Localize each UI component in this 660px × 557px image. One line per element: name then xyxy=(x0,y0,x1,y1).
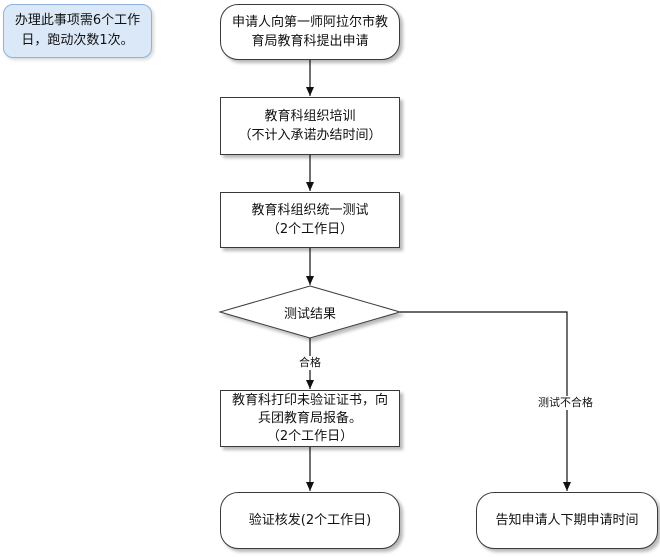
edge-label-pass: 合格 xyxy=(298,356,322,370)
step-apply: 申请人向第一师阿拉尔市教 育局教育科提出申请 xyxy=(220,4,400,60)
arrow-result-to-notify xyxy=(400,311,571,491)
step-apply-line-2: 育局教育科提出申请 xyxy=(251,34,369,49)
step-test-line-1: 教育科组织统一测试 xyxy=(251,203,369,218)
step-notify-applicant: 告知申请人下期申请时间 xyxy=(476,492,658,549)
decision-label: 测试结果 xyxy=(283,306,336,322)
info-note-line-1: 办理此事项需6个工作 xyxy=(14,13,141,28)
step-apply-line-1: 申请人向第一师阿拉尔市教 xyxy=(231,15,388,30)
step-test: 教育科组织统一测试 （2个工作日） xyxy=(220,192,400,248)
edge-label-fail: 测试不合格 xyxy=(537,396,594,410)
step-verify-label: 验证核发(2个工作日) xyxy=(248,513,372,528)
step-training: 教育科组织培训 （不计入承诺办结时间） xyxy=(220,97,400,155)
step-verify-issue: 验证核发(2个工作日) xyxy=(220,492,400,549)
info-note: 办理此事项需6个工作 日，跑动次数1次。 xyxy=(3,4,152,58)
step-print-line-2: 兵团教育局报备。 xyxy=(257,410,362,426)
step-print-certificate: 教育科打印未验证证书，向 兵团教育局报备。 （2个工作日） xyxy=(220,390,400,447)
step-print-line-3: （2个工作日） xyxy=(266,428,354,444)
step-training-line-2: （不计入承诺办结时间） xyxy=(238,128,382,143)
step-test-line-2: （2个工作日） xyxy=(266,222,354,237)
step-print-line-1: 教育科打印未验证证书，向 xyxy=(231,392,388,408)
step-training-line-1: 教育科组织培训 xyxy=(264,109,356,124)
step-notify-label: 告知申请人下期申请时间 xyxy=(495,513,639,528)
info-note-line-2: 日，跑动次数1次。 xyxy=(21,33,134,48)
